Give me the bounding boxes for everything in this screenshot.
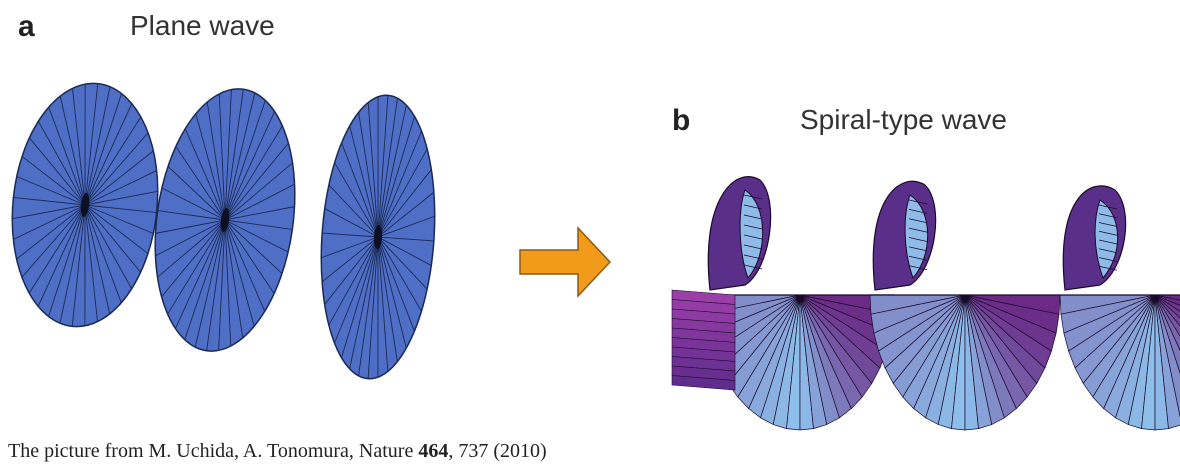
plane-disc [139, 80, 310, 360]
plane-disc [1, 76, 170, 334]
plane-disc [312, 91, 444, 382]
figure-canvas [0, 0, 1180, 440]
plane-wave-discs [1, 76, 444, 382]
spiral-turn [1060, 186, 1180, 430]
citation-caption: The picture from M. Uchida, A. Tonomura,… [8, 440, 547, 463]
spiral-turn [870, 181, 1060, 430]
transition-arrow [520, 228, 610, 296]
spiral-leading-fan [672, 290, 735, 390]
spiral-type-wave [672, 177, 1180, 430]
